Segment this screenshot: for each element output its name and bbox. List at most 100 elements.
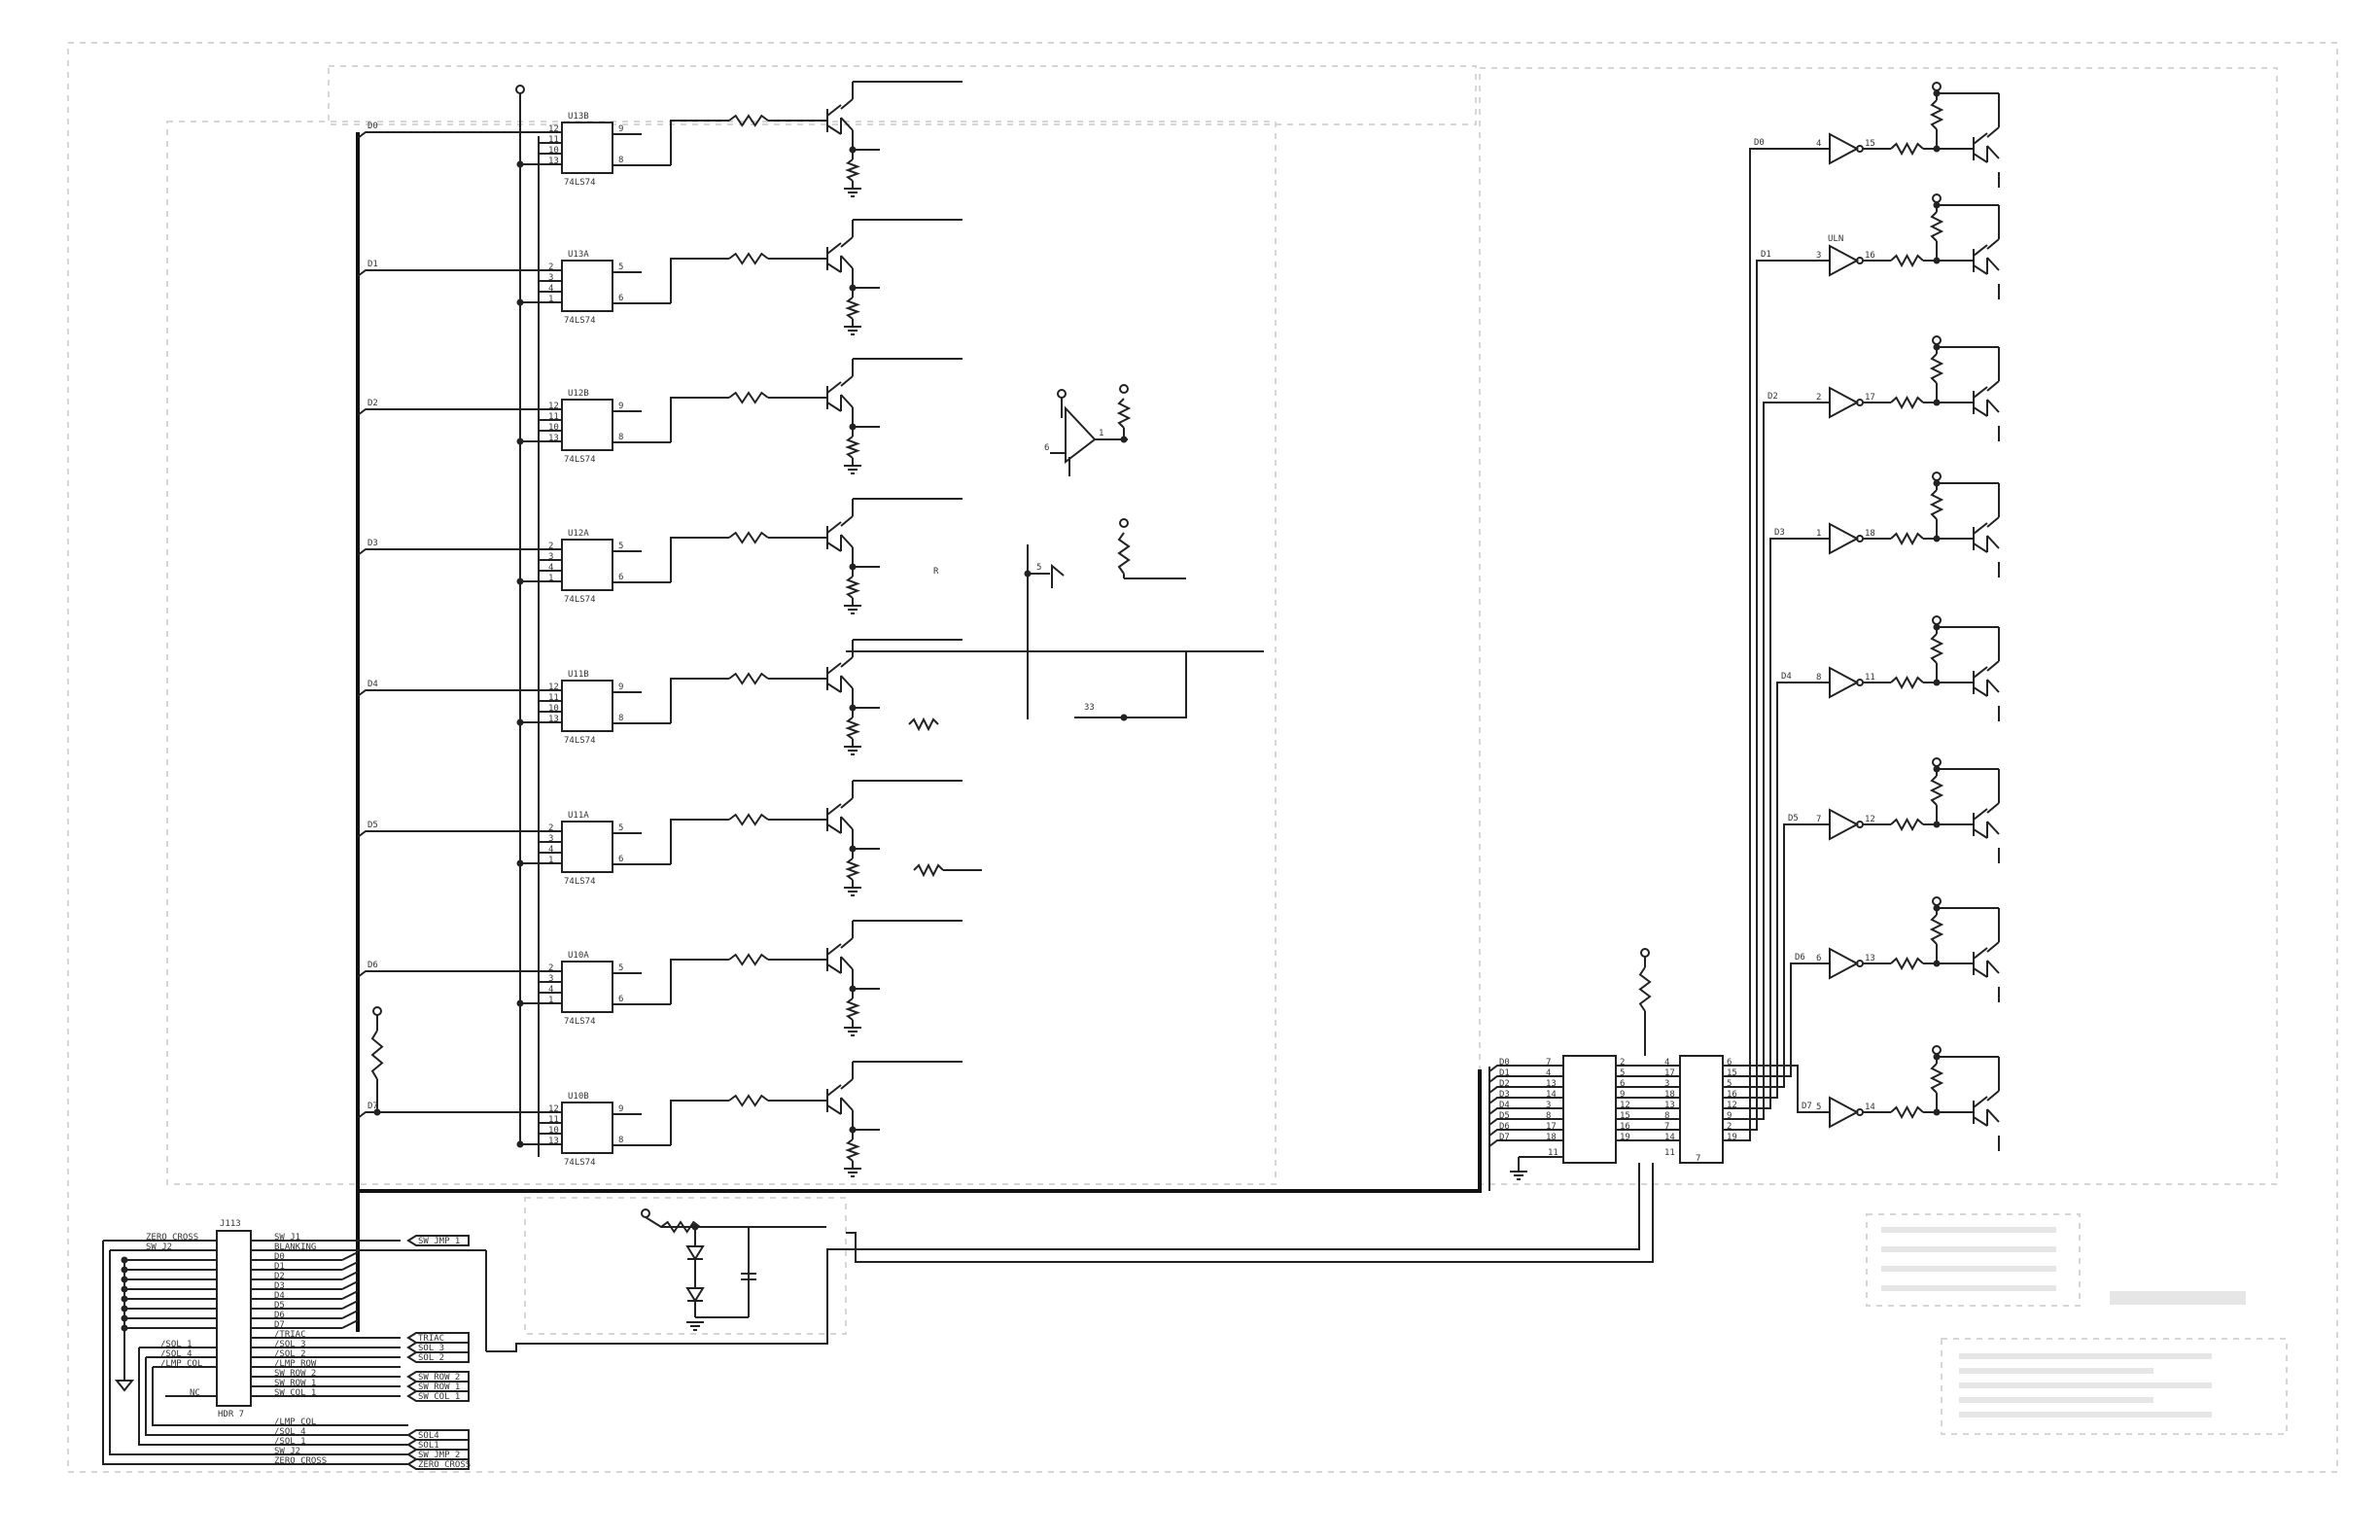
wire xyxy=(1986,679,2000,693)
offpage-label: SW JMP 1 xyxy=(418,1237,460,1246)
pin-number: 3 xyxy=(548,552,553,562)
pin-number: 3 xyxy=(548,974,553,984)
pin-number: 11 xyxy=(1865,673,1875,682)
resistor-icon xyxy=(728,953,769,966)
wire xyxy=(840,375,854,387)
connector-footer: HDR 7 xyxy=(218,1410,244,1419)
connector-pin-label: /LMP COL xyxy=(274,1418,316,1427)
connector-pin-label: /SOL 4 xyxy=(160,1349,192,1359)
resistor-icon xyxy=(1890,817,1924,832)
flipflop-part: 74LS74 xyxy=(564,1017,596,1027)
pin-number: 3 xyxy=(1816,251,1821,261)
offpage-arrow-icon xyxy=(406,1342,470,1353)
resistor-icon xyxy=(1929,489,1944,520)
bus-entry xyxy=(341,1319,359,1329)
wire xyxy=(826,104,842,117)
wire xyxy=(840,117,854,131)
pin-number: 5 xyxy=(1620,1068,1625,1078)
wire xyxy=(826,1084,842,1097)
wire xyxy=(826,662,842,675)
revision-table-row xyxy=(1881,1266,2056,1272)
resistor-icon xyxy=(1929,914,1944,945)
net-label: D6 xyxy=(368,961,378,970)
driver-region xyxy=(1479,67,2278,1185)
pin-number: 5 xyxy=(618,542,623,551)
connector-pin-label: SW COL 1 xyxy=(274,1388,316,1398)
pin-number: 3 xyxy=(1664,1079,1669,1089)
net-label: D6 xyxy=(1499,1122,1510,1132)
flipflop-ref: U11B xyxy=(568,670,589,680)
wire xyxy=(1973,386,1988,399)
wire xyxy=(840,797,854,809)
wire xyxy=(826,682,842,693)
inverter-bubble xyxy=(1856,399,1864,406)
revision-table-row xyxy=(1881,1246,2056,1252)
transistor-icon xyxy=(1973,126,2000,163)
wire xyxy=(1973,264,1988,275)
pin-number: 14 xyxy=(1664,1133,1675,1142)
pin-number: 15 xyxy=(1865,139,1875,149)
resistor-icon xyxy=(1117,532,1131,575)
data-line xyxy=(357,1111,562,1119)
offpage-label: SW ROW 2 xyxy=(418,1373,460,1382)
wire xyxy=(826,943,842,956)
resistor-icon xyxy=(1890,675,1924,690)
pin-number: 5 xyxy=(618,262,623,272)
title-block-line xyxy=(1959,1368,2153,1374)
flipflop-section: D0U13B74LS741211101398D1U13A74LS74234156… xyxy=(356,81,1482,1332)
wire xyxy=(1986,960,2000,974)
wire xyxy=(826,823,842,834)
pin-number: 6 xyxy=(1727,1058,1732,1068)
wire xyxy=(1973,666,1988,679)
diode-icon xyxy=(685,1287,705,1303)
pin-number: 12 xyxy=(548,682,559,692)
pin-number: 17 xyxy=(1664,1068,1675,1078)
wire xyxy=(1973,522,1988,535)
resistor-label: R xyxy=(933,567,939,577)
transistor-icon xyxy=(1973,802,2000,839)
wire xyxy=(840,236,854,248)
resistor-icon xyxy=(908,717,939,732)
offpage-arrow-icon xyxy=(406,1429,470,1441)
resistor-icon xyxy=(728,252,769,265)
pin-number: 18 xyxy=(1865,529,1875,539)
junction-dot xyxy=(1120,436,1128,443)
net-label: D3 xyxy=(1499,1090,1510,1100)
resistor-icon xyxy=(845,297,860,320)
connector-pin-label: /LMP ROW xyxy=(274,1359,317,1369)
latch-input xyxy=(1488,1139,1563,1147)
vcc-icon xyxy=(515,85,525,94)
latch-ic-1 xyxy=(1562,1055,1617,1164)
resistor-icon xyxy=(845,858,860,881)
offpage-connector: SW JMP 1 xyxy=(406,1235,470,1246)
buffer-icon xyxy=(1829,132,1860,165)
data-line xyxy=(357,131,562,139)
pin-number: 1 xyxy=(1099,429,1103,438)
wire xyxy=(826,963,842,974)
pin-number: 10 xyxy=(548,423,559,433)
data-line xyxy=(357,689,562,697)
supply-section xyxy=(486,1163,1654,1352)
revision-table-row xyxy=(1881,1285,2056,1291)
data-line xyxy=(357,408,562,416)
latch-input xyxy=(1488,1086,1563,1094)
pin-number: 10 xyxy=(548,146,559,156)
driver-input xyxy=(1723,823,1830,1088)
pin-number: 4 xyxy=(548,845,553,855)
wire xyxy=(840,1078,854,1090)
resistor-icon xyxy=(1890,531,1924,546)
pin-number: 16 xyxy=(1727,1090,1737,1100)
vcc-icon xyxy=(1119,518,1129,528)
offpage-arrow-icon xyxy=(406,1390,470,1402)
resistor-icon xyxy=(1638,966,1652,1012)
latch-input xyxy=(1488,1097,1563,1104)
resistor-icon xyxy=(1929,1063,1944,1094)
resistor-icon xyxy=(1116,398,1132,429)
bus-entry xyxy=(341,1261,359,1271)
resistor-icon xyxy=(1929,775,1944,806)
